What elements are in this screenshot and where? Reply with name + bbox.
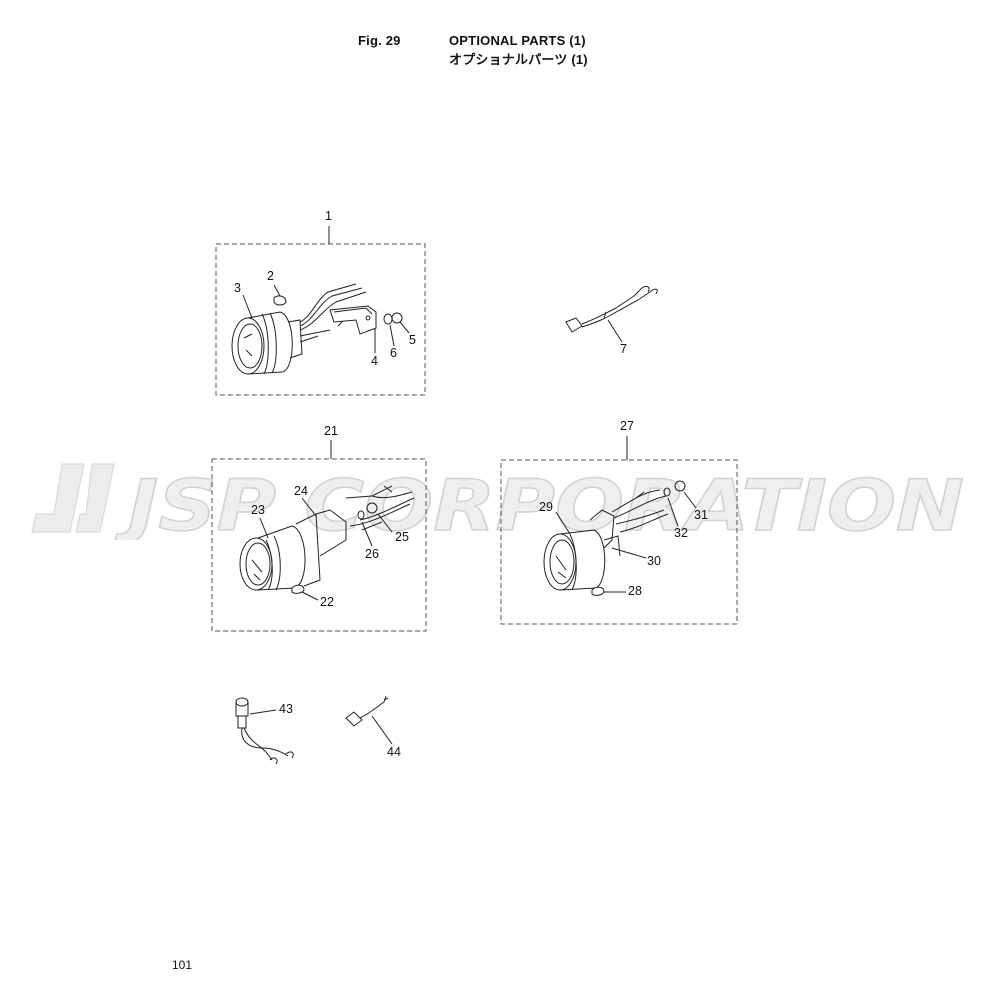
title-japanese: オプショナルパーツ (1)	[449, 52, 588, 67]
washer-6	[383, 313, 393, 325]
callout-1: 1	[325, 209, 332, 223]
leader-30	[611, 547, 647, 559]
bulb-22	[291, 584, 305, 594]
leader-5	[399, 321, 410, 334]
callout-5: 5	[409, 333, 416, 347]
callout-6: 6	[390, 346, 397, 360]
figure-number: Fig. 29	[358, 33, 401, 48]
callout-27: 27	[620, 419, 634, 433]
callout-44: 44	[387, 745, 401, 759]
callout-4: 4	[371, 354, 378, 368]
leader-2	[273, 284, 281, 297]
leader-24	[301, 497, 317, 517]
nut-5	[391, 312, 403, 324]
callout-2: 2	[267, 269, 274, 283]
callout-3: 3	[234, 281, 241, 295]
leader-26	[361, 521, 373, 547]
gauge-3	[231, 311, 303, 375]
watermark-logo-slash-2	[75, 463, 115, 533]
group-1-box	[215, 243, 426, 396]
part-44	[345, 695, 389, 727]
leader-7	[607, 319, 623, 343]
page-number: 101	[172, 958, 193, 972]
group-21-box	[211, 458, 427, 632]
gauge-29	[543, 509, 621, 591]
watermark-text: JSP CORPORATION	[114, 465, 964, 540]
leader-25	[377, 513, 393, 533]
callout-43: 43	[279, 702, 293, 716]
leader-32	[667, 497, 679, 527]
nut-31	[674, 480, 686, 492]
leader-22	[301, 591, 319, 601]
bulb-2	[273, 295, 287, 306]
washer-32	[663, 487, 671, 497]
part-43	[235, 697, 294, 765]
callout-31: 31	[694, 508, 708, 522]
callout-7: 7	[620, 342, 627, 356]
title-english: OPTIONAL PARTS (1)	[449, 33, 586, 48]
leader-43	[249, 709, 277, 715]
callout-23: 23	[251, 503, 265, 517]
callout-32: 32	[674, 526, 688, 540]
wires-3	[299, 283, 367, 343]
watermark-logo: JSP CORPORATION	[31, 463, 965, 540]
bulb-28	[591, 586, 605, 596]
callout-21: 21	[324, 424, 338, 438]
harness-7	[565, 285, 658, 333]
callout-30: 30	[647, 554, 661, 568]
gauge-23	[239, 509, 347, 591]
leader-6	[389, 324, 395, 347]
washer-26	[357, 510, 365, 520]
leader-44	[371, 715, 393, 745]
wires-21	[345, 485, 415, 531]
leader-3	[242, 294, 253, 319]
callout-28: 28	[628, 584, 642, 598]
bracket-4	[329, 305, 377, 335]
callout-29: 29	[539, 500, 553, 514]
wires-27	[611, 489, 669, 533]
callout-24: 24	[294, 484, 308, 498]
leader-23	[259, 517, 269, 539]
callout-25: 25	[395, 530, 409, 544]
watermark-logo-slash-1	[31, 463, 85, 533]
leader-31	[683, 491, 697, 509]
callout-22: 22	[320, 595, 334, 609]
nut-25	[366, 502, 378, 514]
leader-29	[555, 511, 571, 535]
callout-26: 26	[365, 547, 379, 561]
